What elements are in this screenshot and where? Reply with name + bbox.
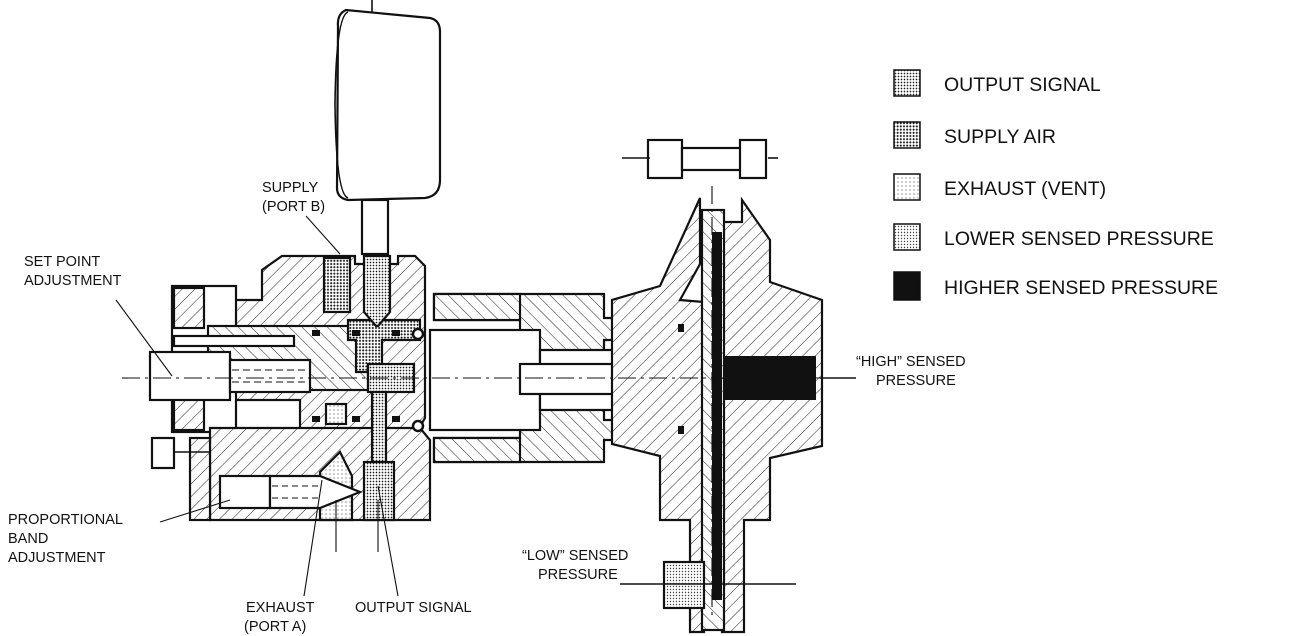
bolt-nut	[738, 138, 768, 180]
legend-swatch-supply-air	[893, 121, 921, 149]
supply-port-bore	[322, 256, 352, 314]
legend-swatch-higher-sensed	[893, 271, 921, 301]
set-point-label-line2: ADJUSTMENT	[24, 273, 122, 289]
output-passage	[362, 254, 416, 522]
left-housing	[610, 197, 706, 634]
pb-knob	[218, 474, 272, 510]
diaphragm	[712, 232, 722, 600]
high-sensed-label: “HIGH” SENSED	[856, 354, 966, 370]
o-ring	[392, 330, 400, 336]
legend-item-exhaust: EXHAUST (VENT)	[893, 173, 1106, 201]
output-signal-leader	[377, 485, 399, 597]
low-sensed-label: “LOW” SENSED	[522, 548, 628, 564]
low-sensed-label-line2: PRESSURE	[538, 567, 618, 583]
legend: OUTPUT SIGNAL SUPPLY AIR EXHAUST (VENT) …	[893, 69, 1218, 301]
set-point-leader	[115, 299, 173, 377]
legend-item-lower-sensed: LOWER SENSED PRESSURE	[893, 223, 1214, 251]
proportional-band-label-line2: BAND	[8, 531, 48, 547]
gauge-case	[335, 8, 442, 202]
legend-label-supply-air: SUPPLY AIR	[944, 126, 1056, 148]
output-signal-label: OUTPUT SIGNAL	[355, 600, 472, 616]
proportional-band-screw	[150, 436, 363, 510]
exhaust-port-label: (PORT A)	[244, 619, 306, 635]
pb-nut	[150, 436, 176, 470]
o-ring	[312, 330, 320, 336]
exhaust-seat	[324, 402, 348, 426]
o-ring	[411, 419, 425, 433]
leader-lines	[115, 215, 399, 597]
low-pressure-port	[662, 560, 706, 610]
supply-label: SUPPLY	[262, 180, 318, 196]
set-point-screw	[148, 334, 312, 402]
o-ring	[352, 416, 360, 422]
bonnet-wall-top	[172, 286, 206, 330]
supply-port-label: (PORT B)	[262, 199, 325, 215]
right-housing	[720, 196, 824, 634]
exhaust-label: EXHAUST	[246, 600, 315, 616]
high-pressure-chamber	[724, 356, 816, 400]
legend-label-output-signal: OUTPUT SIGNAL	[944, 74, 1101, 96]
legend-label-lower-sensed: LOWER SENSED PRESSURE	[944, 228, 1214, 250]
gauge-stem	[360, 198, 390, 256]
adapter-nut-bottom	[432, 436, 522, 464]
legend-label-exhaust: EXHAUST (VENT)	[944, 178, 1106, 200]
housing-seal	[678, 426, 684, 434]
set-point-knob	[148, 350, 232, 402]
gauge-bezel	[334, 11, 349, 199]
o-ring	[352, 330, 360, 336]
pb-needle	[268, 474, 363, 510]
housing-seal	[678, 324, 684, 332]
legend-label-higher-sensed: HIGHER SENSED PRESSURE	[944, 277, 1218, 299]
o-ring	[312, 416, 320, 422]
supply-leader	[305, 215, 341, 255]
pressure-gauge	[334, 0, 442, 256]
exhaust-leader	[303, 479, 323, 597]
o-ring	[411, 327, 425, 341]
set-point-pin	[172, 334, 296, 348]
legend-item-higher-sensed: HIGHER SENSED PRESSURE	[893, 271, 1218, 301]
set-point-label: SET POINT	[24, 254, 100, 270]
lower-flange	[188, 436, 212, 522]
proportional-band-label-line3: ADJUSTMENT	[8, 550, 106, 566]
legend-item-supply-air: SUPPLY AIR	[893, 121, 1056, 149]
set-point-shaft	[228, 358, 312, 394]
adapter-nut-top	[432, 292, 522, 322]
o-ring	[392, 416, 400, 422]
proportional-band-label: PROPORTIONAL	[8, 512, 123, 528]
bolt-head	[646, 138, 684, 180]
gauge-passage	[362, 254, 392, 328]
callout-labels: SUPPLY (PORT B) SET POINT ADJUSTMENT PRO…	[8, 180, 966, 635]
legend-swatch-exhaust	[893, 173, 921, 201]
proportional-band-leader	[159, 499, 231, 523]
high-sensed-label-line2: PRESSURE	[876, 373, 956, 389]
housing-bolt	[622, 138, 778, 180]
o-rings	[312, 327, 425, 433]
legend-item-output-signal: OUTPUT SIGNAL	[893, 69, 1101, 97]
legend-swatch-output-signal	[893, 69, 921, 97]
diaphragm-housing	[610, 196, 824, 634]
legend-swatch-lower-sensed	[893, 223, 921, 251]
